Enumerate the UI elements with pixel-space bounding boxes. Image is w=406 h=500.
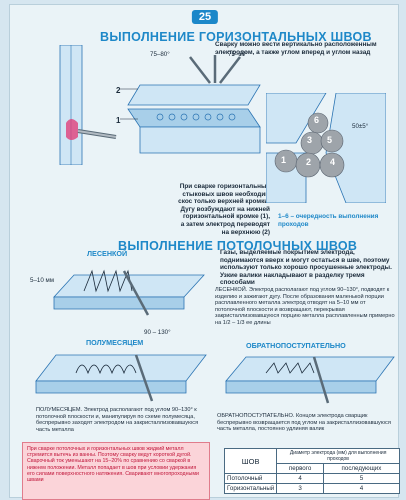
angle-left-label: 75–80° — [150, 51, 170, 58]
table-header-next: последующих — [322, 463, 401, 474]
angle-right-label: 75–80° — [228, 51, 248, 58]
bead-number-6: 6 — [314, 115, 320, 125]
table-row: Потолочный 4 5 — [223, 473, 401, 484]
bead-number-4: 4 — [330, 157, 336, 167]
table-cell-next: 4 — [322, 483, 401, 494]
text-pass-sequence: 1–6 – очередность выполнения проходов — [278, 213, 379, 228]
text-reciprocal-method: ОБРАТНОПОСТУПАТЕЛЬНО. Концом электрода с… — [217, 413, 391, 433]
text-halfmoon-method: ПОЛУМЕСЯЦЕМ. Электрод располагают под уг… — [36, 407, 199, 433]
caption-halfmoon: ПОЛУМЕСЯЦЕМ — [86, 338, 144, 347]
halfmoon-weave-illustration — [35, 354, 207, 402]
bead-number-1: 1 — [281, 155, 287, 165]
beveled-plate-illustration — [120, 84, 261, 154]
multipass-bead-illustration — [266, 93, 386, 203]
note-text: При сварке потолочных и горизонтальных ш… — [27, 446, 199, 484]
caption-ladder: ЛЕСЕНКОЙ — [87, 249, 128, 258]
text-overhead-gases: Газы, выделяемые покрытием электрода, по… — [220, 249, 392, 287]
table-row: Горизонтальный 3 4 — [223, 483, 401, 494]
note-box: При сварке потолочных и горизонтальных ш… — [22, 442, 210, 500]
caption-reciprocal: ОБРАТНОПОСТУПАТЕЛЬНО — [246, 341, 346, 350]
electrode-diameter-table: ШОВ Диаметр электрода (мм) для выполнени… — [223, 448, 401, 494]
section-title-overhead: ВЫПОЛНЕНИЕ ПОТОЛОЧНЫХ ШВОВ — [118, 239, 358, 253]
page-sheet: 25 ВЫПОЛНЕНИЕ ГОРИЗОНТАЛЬНЫХ ШВОВ 2 1 75… — [9, 4, 401, 500]
electrode-angle-illustration — [189, 55, 241, 84]
table-header-diameter: Диаметр электрода (мм) для выполнения пр… — [276, 448, 400, 464]
section-title-horizontal: ВЫПОЛНЕНИЕ ГОРИЗОНТАЛЬНЫХ ШВОВ — [100, 30, 372, 44]
dim-gap-label: 5–10 мм — [30, 277, 54, 284]
bead-angle-label: 50±5° — [352, 123, 369, 130]
reciprocal-weave-illustration — [225, 356, 395, 404]
table-header-first: первого — [276, 463, 324, 474]
table-cell-first: 4 — [276, 473, 324, 484]
bead-number-5: 5 — [327, 135, 333, 145]
bead-number-2: 2 — [306, 157, 312, 167]
text-horizontal-butt: При сварке горизонтальных стыковых швов … — [178, 183, 270, 236]
table-header-seam: ШОВ — [223, 448, 278, 474]
bead-number-3: 3 — [307, 135, 313, 145]
table-cell-next: 5 — [322, 473, 401, 484]
text-electrode-position: Сварку можно вести вертикально расположе… — [215, 41, 377, 56]
ladder-weave-illustration — [53, 269, 205, 316]
table-cell-name: Потолочный — [223, 473, 278, 484]
dim-angle-label: 90 – 130° — [144, 329, 171, 336]
table-cell-name: Горизонтальный — [223, 483, 278, 494]
edge-label-2: 2 — [116, 86, 121, 95]
page-number: 25 — [191, 10, 219, 24]
horizontal-weld-electrode-illustration — [59, 45, 117, 165]
edge-label-1: 1 — [116, 116, 121, 125]
table-cell-first: 3 — [276, 483, 324, 494]
text-ladder-method: ЛЕСЕНКОЙ. Электрод располагают под углом… — [215, 287, 395, 326]
